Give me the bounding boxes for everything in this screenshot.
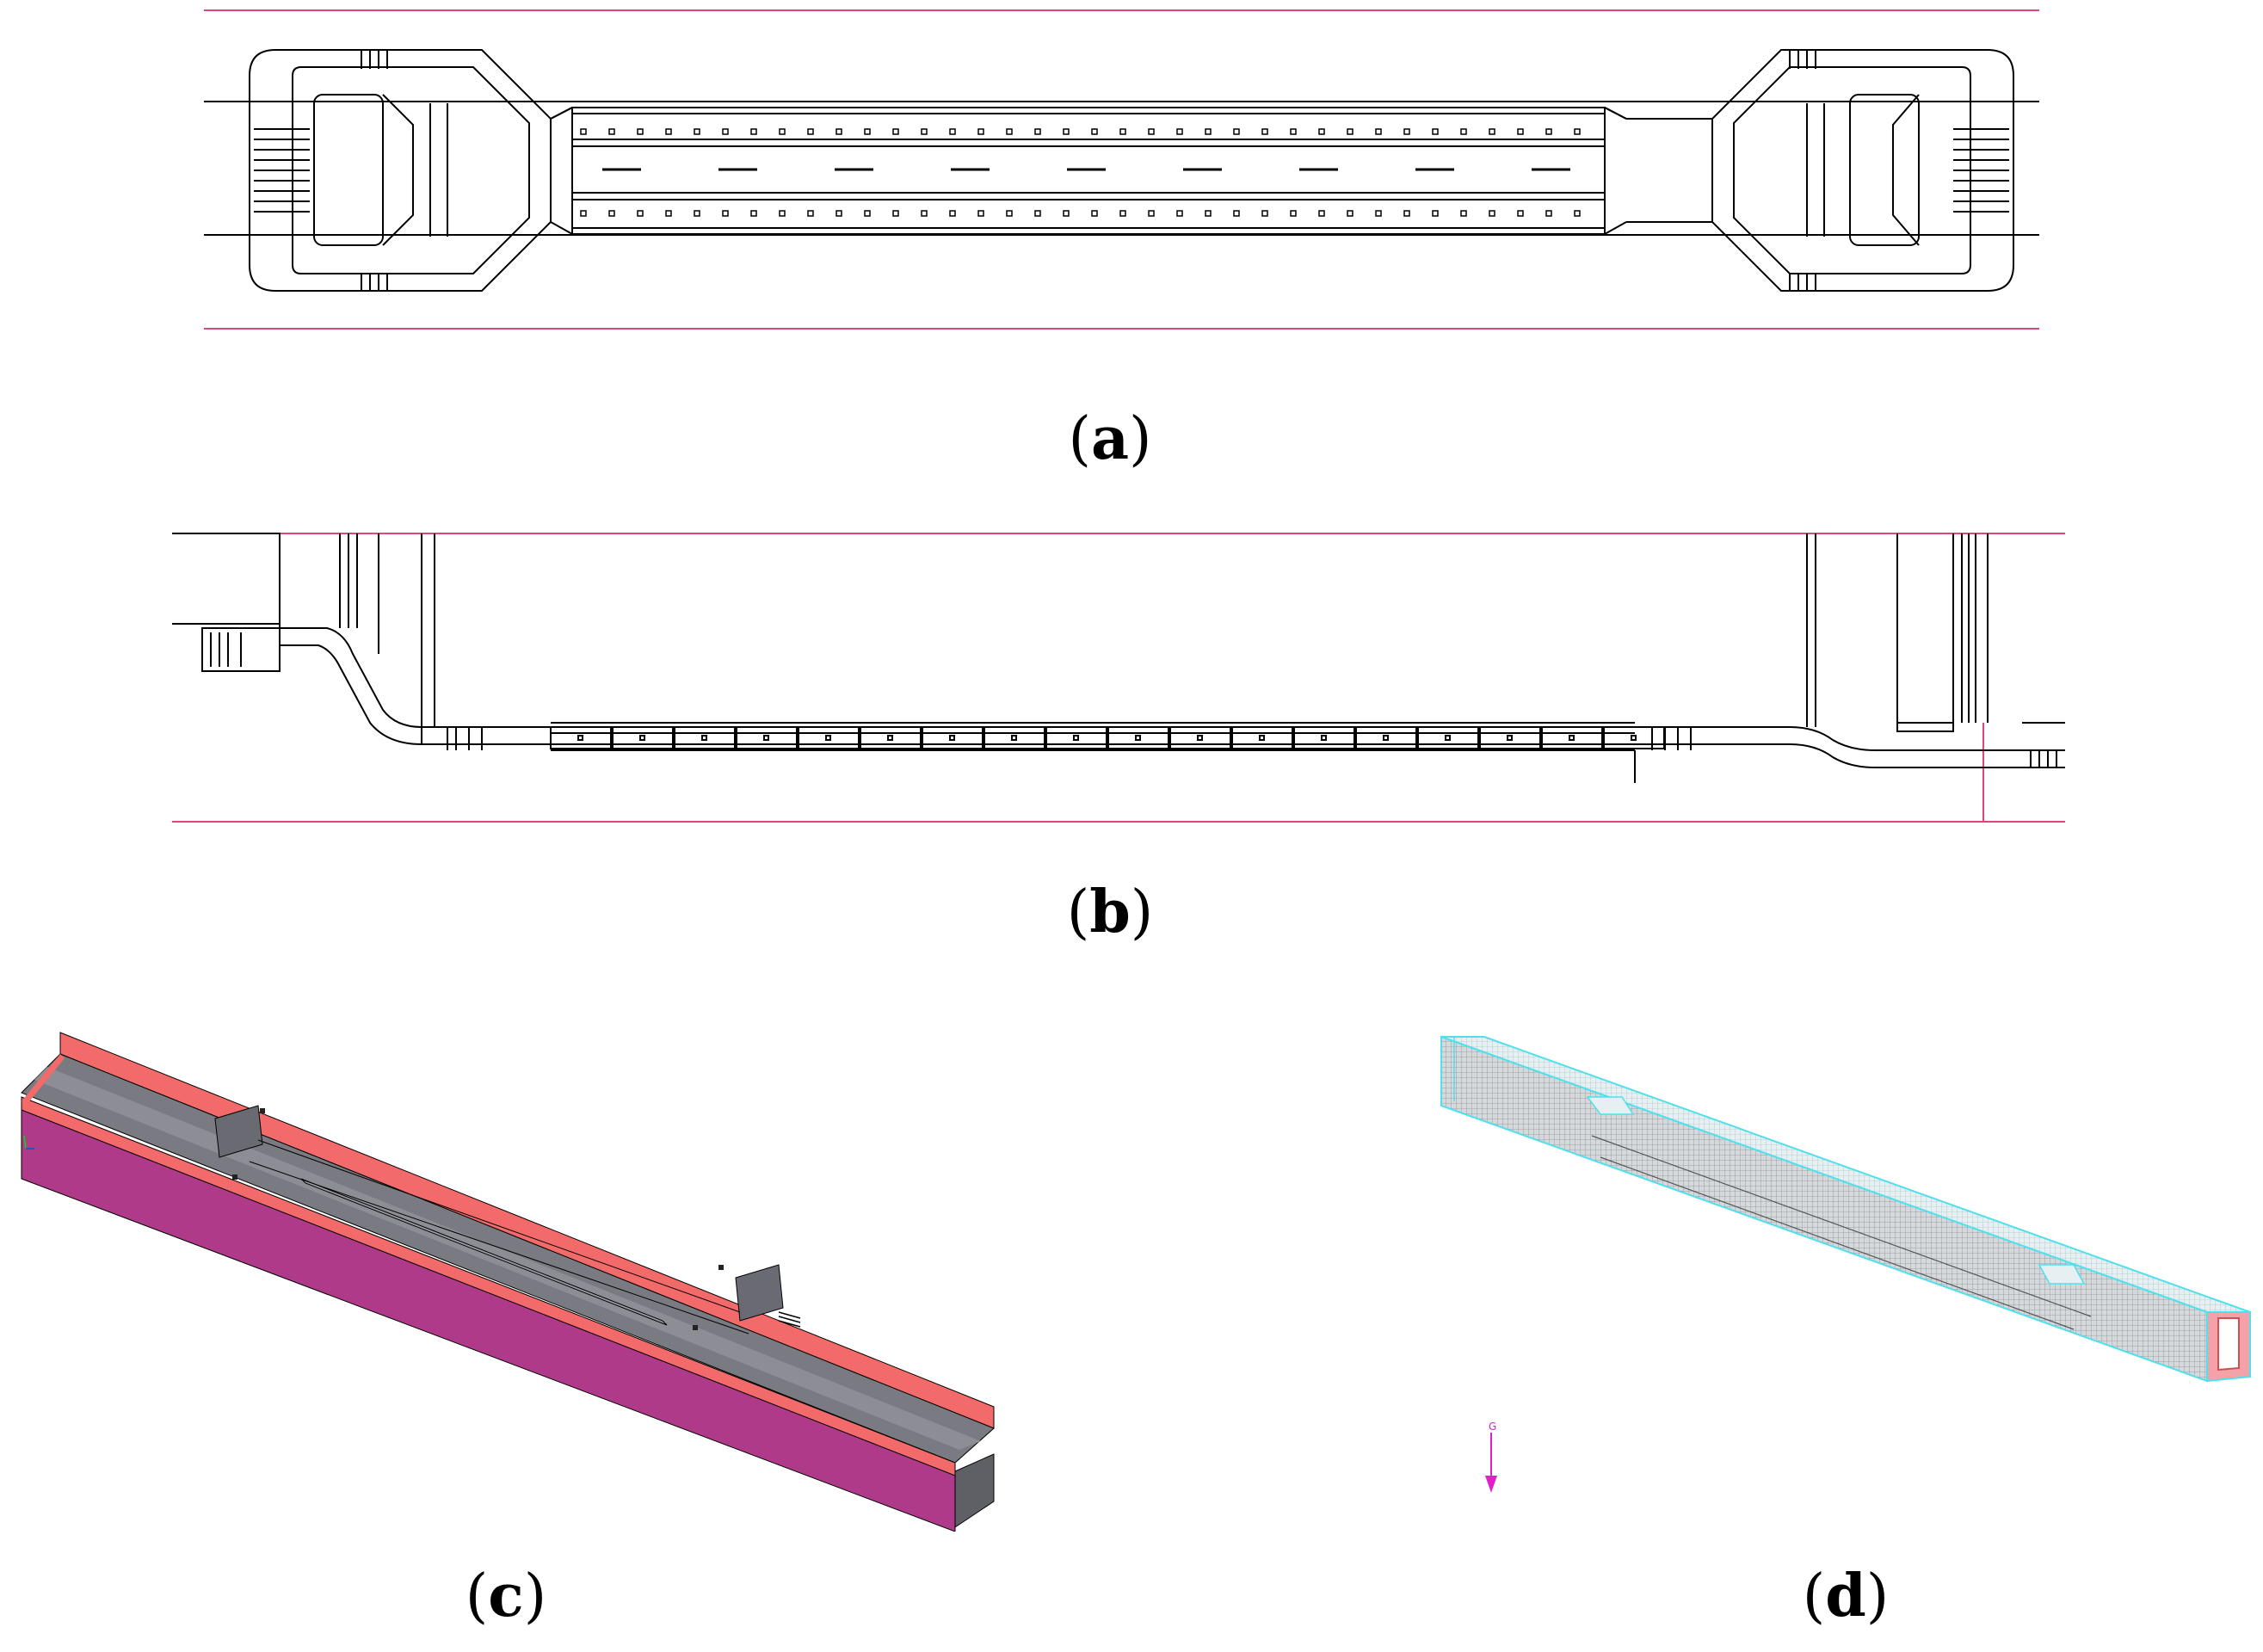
caption-d-letter: d bbox=[1825, 1562, 1866, 1630]
caption-c-letter: c bbox=[488, 1562, 524, 1630]
plan-view-drawing bbox=[204, 9, 2039, 330]
model-side-face bbox=[21, 1100, 956, 1532]
caption-a-open: ( bbox=[1068, 405, 1091, 473]
caption-b-open: ( bbox=[1066, 878, 1090, 946]
model-top-near bbox=[21, 1096, 956, 1476]
caption-a-letter: a bbox=[1090, 404, 1130, 473]
caption-a-close: ) bbox=[1129, 405, 1152, 473]
caption-d-open: ( bbox=[1802, 1563, 1826, 1630]
gravity-label: G bbox=[1489, 1421, 1496, 1433]
caption-b-letter: b bbox=[1089, 878, 1131, 946]
caption-d: (d) bbox=[1717, 1562, 1975, 1630]
mesh-top-face bbox=[1440, 1036, 2251, 1313]
caption-d-close: ) bbox=[1865, 1563, 1890, 1630]
caption-a: (a) bbox=[981, 404, 1239, 473]
caption-b-close: ) bbox=[1130, 878, 1154, 946]
caption-c-close: ) bbox=[523, 1563, 547, 1630]
caption-c: (c) bbox=[377, 1562, 635, 1630]
solid-model-render bbox=[21, 1032, 995, 1532]
caption-b: (b) bbox=[981, 878, 1239, 946]
mesh-side-face bbox=[1440, 1035, 2208, 1383]
gravity-arrow-head bbox=[1485, 1476, 1497, 1493]
section-view-drawing bbox=[172, 533, 2065, 823]
caption-c-open: ( bbox=[465, 1563, 489, 1630]
mesh-model-render: G bbox=[1440, 1035, 2251, 1493]
